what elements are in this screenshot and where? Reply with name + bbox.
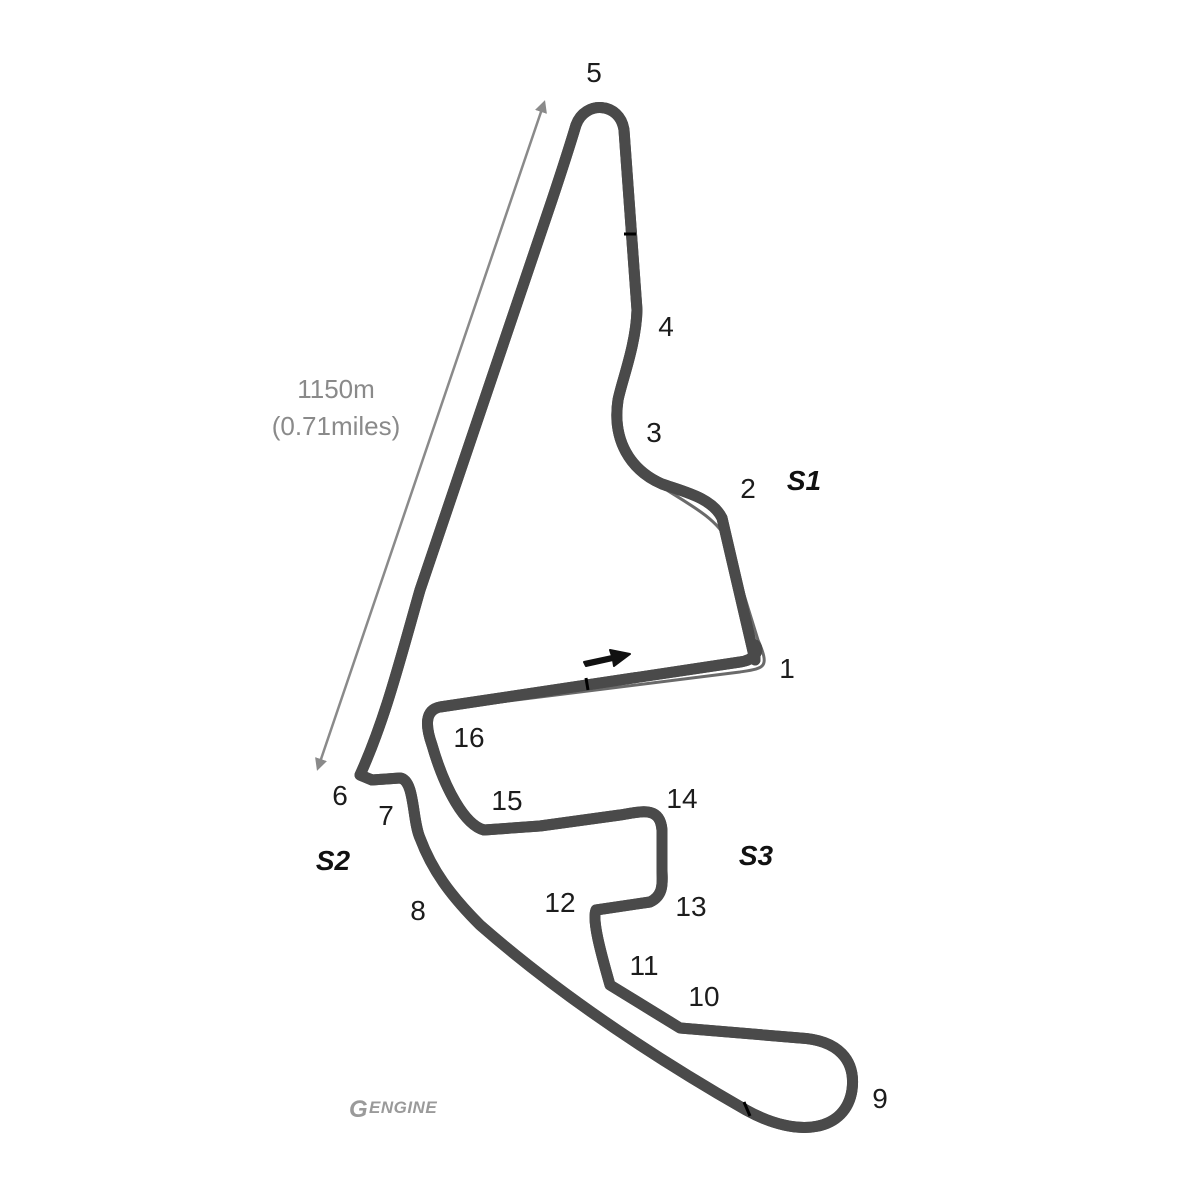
turn-label-15: 15	[491, 785, 522, 816]
direction-arrow	[583, 649, 631, 667]
sector-label-s1: S1	[787, 465, 821, 496]
start-finish-line	[584, 677, 590, 691]
sector-label-s2: S2	[316, 845, 351, 876]
sector-marker-2	[742, 1101, 752, 1117]
turn-label-10: 10	[688, 981, 719, 1012]
turn-label-9: 9	[872, 1083, 888, 1114]
turn-label-12: 12	[544, 887, 575, 918]
track-length-arrow	[315, 100, 547, 771]
turn-label-8: 8	[410, 895, 426, 926]
turn-label-14: 14	[666, 783, 697, 814]
turn-label-11: 11	[629, 950, 658, 981]
track-length-miles: (0.71miles)	[272, 411, 401, 441]
turn-label-1: 1	[779, 653, 795, 684]
turn-label-16: 16	[453, 722, 484, 753]
turn-label-2: 2	[740, 473, 756, 504]
circuit-track	[354, 108, 853, 1128]
turn-label-4: 4	[658, 311, 674, 342]
turn-label-3: 3	[646, 417, 662, 448]
gt-engine-logo: G ENGINE	[349, 1096, 437, 1123]
logo-mark: G	[349, 1096, 368, 1123]
turn-label-7: 7	[378, 800, 394, 831]
track-length-meters: 1150m	[297, 374, 375, 404]
turn-label-13: 13	[675, 891, 706, 922]
turn-label-5: 5	[586, 57, 602, 88]
logo-text: ENGINE	[369, 1098, 437, 1117]
turn-label-6: 6	[332, 780, 348, 811]
sector-label-s3: S3	[739, 840, 774, 871]
